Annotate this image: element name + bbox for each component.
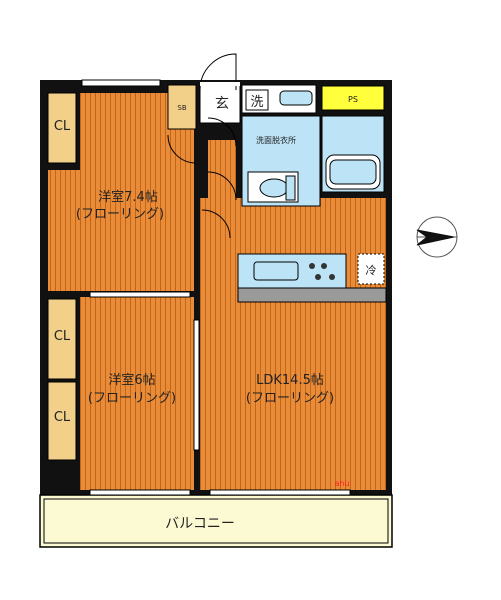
- ldk-floor: [200, 198, 386, 490]
- laundry-sink: [279, 90, 313, 106]
- fridge-space: [357, 253, 385, 285]
- balcony-window: [209, 489, 351, 496]
- toilet-bowl: [259, 178, 289, 198]
- balcony: [39, 494, 393, 548]
- closet-2: [47, 298, 77, 380]
- closet-1: [47, 92, 77, 164]
- stove-burner: [329, 274, 335, 280]
- western-room-1-label: 洋室7.4帖: [98, 189, 158, 205]
- balcony-label: バルコニー: [165, 516, 235, 532]
- western-room-1-floor-label: (フローリング): [76, 207, 164, 222]
- stove-burner: [309, 263, 315, 269]
- closet-2-label: CL: [54, 329, 71, 344]
- balcony-inner-border: [43, 498, 389, 544]
- ldk-label: LDK14.5帖: [256, 373, 324, 388]
- stove-burner: [321, 263, 327, 269]
- interior-sliding-door: [193, 319, 200, 451]
- closet-3-label: CL: [54, 410, 71, 425]
- stove-burner: [315, 274, 321, 280]
- compass-icon: [416, 216, 458, 258]
- toilet-tank: [285, 175, 296, 201]
- closet-3: [47, 381, 77, 461]
- entrance-label: 玄: [215, 95, 229, 112]
- agency-logo: ahu: [334, 479, 349, 488]
- door-swing: [207, 117, 237, 147]
- western-room-2-floor: [80, 297, 194, 490]
- shoe-box-label: SB: [177, 104, 186, 112]
- kitchen-wall-counter: [237, 287, 387, 303]
- door-swing: [201, 209, 231, 239]
- balcony-window: [89, 489, 191, 496]
- door-swing: [207, 171, 237, 201]
- laundry-box: [245, 89, 269, 111]
- closet-1-label: CL: [54, 119, 71, 134]
- western-room-2-floor-label: (フローリング): [88, 391, 176, 406]
- laundry-label: 洗: [250, 95, 263, 110]
- ldk-floor-label: (フローリング): [246, 391, 334, 406]
- fridge-label: 冷: [366, 264, 377, 277]
- western-room-2-label: 洋室6帖: [108, 372, 155, 388]
- ps-label: PS: [348, 95, 358, 104]
- entrance: [199, 84, 241, 124]
- ps-box: [321, 85, 385, 111]
- western-room-1-floor-ext: [48, 170, 82, 291]
- window: [81, 79, 161, 87]
- sliding-door: [89, 291, 191, 298]
- kitchen-sink: [253, 261, 299, 281]
- shoe-box: [167, 84, 197, 130]
- washroom-label: 洗面脱衣所: [256, 135, 296, 145]
- door-swing: [167, 134, 197, 164]
